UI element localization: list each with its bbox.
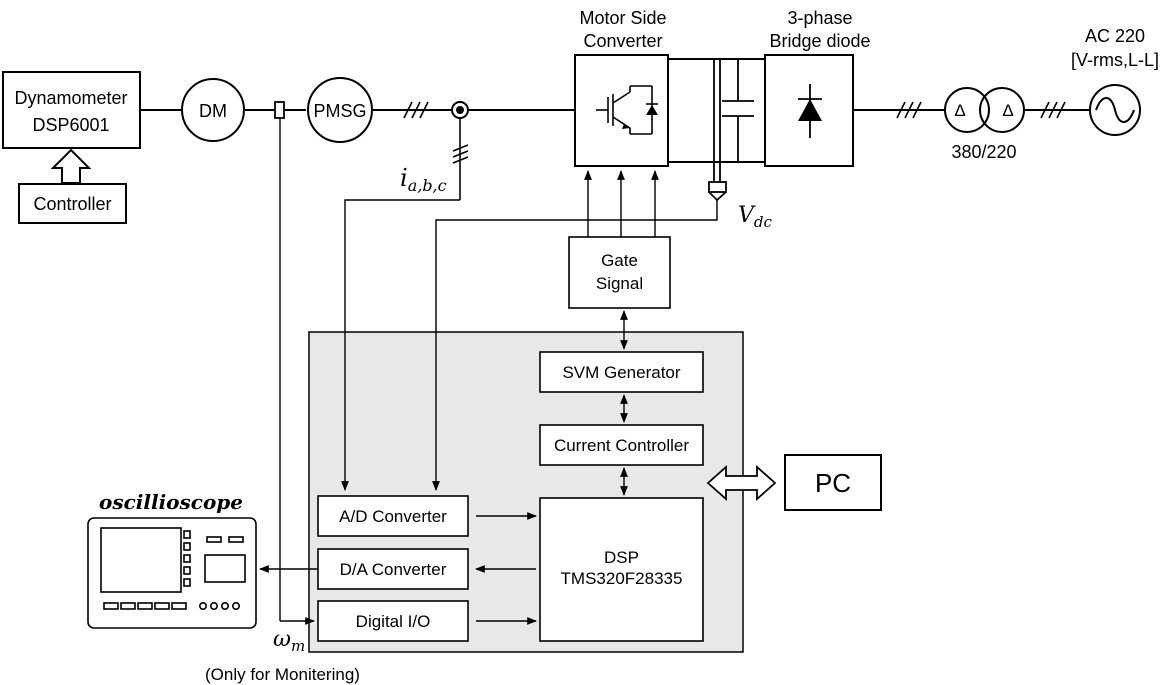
current-sensor-node — [451, 101, 469, 200]
dynamometer-label-2: DSP6001 — [32, 115, 109, 135]
controller-label: Controller — [33, 194, 111, 214]
speed-signal-wire — [259, 118, 318, 625]
vdc-sense-wire — [432, 200, 718, 491]
ad-converter-block: A/D Converter — [317, 495, 469, 537]
power-line — [140, 58, 1090, 163]
digital-io-block: Digital I/O — [317, 600, 469, 642]
bridge-label-1: 3-phase — [787, 8, 852, 28]
da-converter-label: D/A Converter — [340, 560, 447, 579]
bridge-diode: 3-phase Bridge diode — [764, 8, 871, 167]
ad-converter-label: A/D Converter — [339, 507, 447, 526]
dsp-block: DSP TMS320F28335 — [539, 497, 704, 642]
ac-source: AC 220 [V-rms,L-L] — [1071, 26, 1159, 136]
gate-signal-label-2: Signal — [596, 274, 643, 293]
pc-label: PC — [815, 468, 851, 498]
monitoring-note: (Only for Monitering) — [205, 665, 360, 684]
transformer-delta-primary: Δ — [954, 101, 965, 120]
pc-block: PC — [784, 454, 882, 511]
ac-label-2: [V-rms,L-L] — [1071, 50, 1159, 70]
controller-block: Controller — [18, 183, 127, 224]
controller-up-arrow — [50, 148, 92, 184]
transformer-ratio: 380/220 — [951, 142, 1016, 162]
io-arrows — [475, 512, 537, 625]
dc-link-capacitor — [708, 59, 754, 202]
gate-arrows — [584, 170, 659, 237]
current-controller-block: Current Controller — [539, 424, 704, 466]
vdc-signal-label: Vdc — [738, 203, 772, 231]
dsp-label-2: TMS320F28335 — [561, 569, 683, 588]
digital-io-label: Digital I/O — [356, 612, 431, 631]
oscilloscope-icon — [87, 517, 257, 629]
dynamometer-block: Dynamometer DSP6001 — [2, 71, 141, 149]
transformer-delta-secondary: Δ — [1002, 101, 1013, 120]
pmsg-label: PMSG — [313, 101, 366, 121]
da-converter-block: D/A Converter — [317, 548, 469, 590]
dm-label: DM — [199, 101, 227, 121]
svm-generator-label: SVM Generator — [562, 363, 680, 382]
current-controller-label: Current Controller — [554, 436, 689, 455]
msc-label-2: Converter — [583, 31, 662, 51]
pc-link-arrow — [706, 464, 777, 502]
dsp-label-1: DSP — [604, 548, 639, 567]
svm-generator-block: SVM Generator — [539, 351, 704, 393]
oscilloscope-title: oscillioscope — [99, 490, 243, 514]
dynamometer-label-1: Dynamometer — [14, 88, 127, 108]
dm-machine: DM — [181, 78, 245, 142]
current-sense-wire — [341, 199, 460, 491]
msc-label-1: Motor Side — [579, 8, 666, 28]
pmsg-machine: PMSG — [307, 77, 373, 143]
current-signal-label: ia,b,c — [400, 164, 447, 195]
gate-signal-label-1: Gate — [601, 251, 638, 270]
ac-label-1: AC 220 — [1085, 26, 1145, 46]
transformer: Δ Δ 380/220 — [944, 87, 1025, 162]
gate-signal-block: Gate Signal — [568, 236, 671, 309]
omega-signal-label: ωm — [273, 627, 305, 655]
encoder-coupling — [274, 101, 285, 119]
bridge-label-2: Bridge diode — [769, 31, 870, 51]
motor-side-converter: Motor Side Converter — [574, 8, 669, 167]
